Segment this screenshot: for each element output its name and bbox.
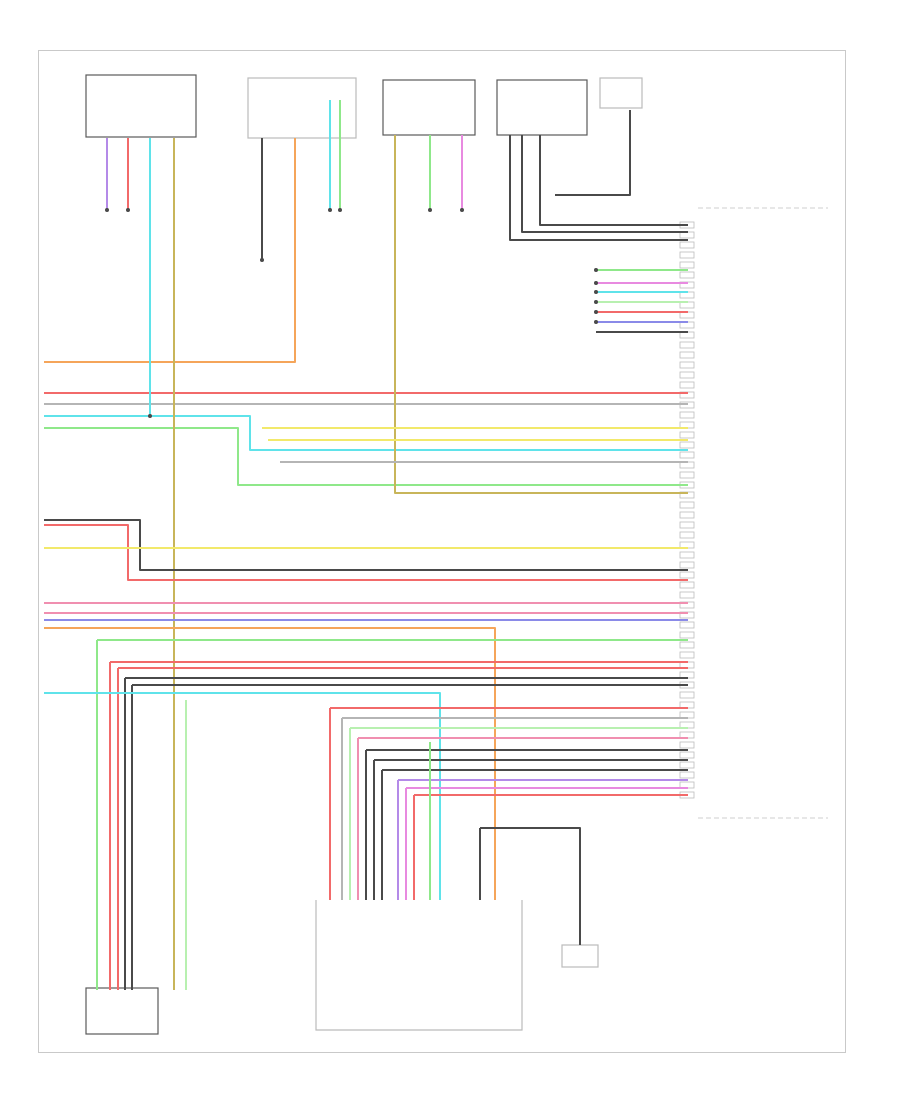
ecu-terminal-pin	[679, 761, 695, 769]
wire-black-upper-3	[539, 135, 688, 226]
ecu-terminal-pin	[679, 511, 695, 519]
ecu-terminal-pin	[679, 261, 695, 269]
ecu-terminal-pin	[679, 521, 695, 529]
ecu-terminal-pin	[679, 771, 695, 779]
wire-junction-dot	[260, 258, 264, 262]
wire-black-upper-4	[555, 110, 631, 196]
lower-center-connector-box	[315, 900, 523, 1031]
wire-junction-dot	[594, 281, 598, 285]
diagram-frame	[38, 50, 846, 1053]
wire-red-mid-1	[329, 707, 688, 900]
wire-green-bus	[44, 427, 688, 486]
wire-green-lower	[96, 639, 688, 990]
wire-junction-dot	[338, 208, 342, 212]
ecu-terminal-pin	[679, 241, 695, 249]
ecu-terminal-pin	[679, 381, 695, 389]
wire-red-mid-2	[413, 794, 688, 900]
wire-black-mid-1	[365, 749, 688, 900]
ecu-terminal-pin	[679, 551, 695, 559]
ecu-terminal-pin	[679, 631, 695, 639]
steering-sensor-box	[382, 79, 476, 136]
ecu-terminal-pin	[679, 251, 695, 259]
ecu-terminal-pin	[679, 641, 695, 649]
wire-black-mid-3	[381, 769, 688, 900]
ecu-terminal-pin	[679, 571, 695, 579]
ground-component	[561, 944, 599, 968]
wire-network	[44, 100, 688, 990]
wire-red-loop	[44, 524, 688, 581]
accessory-sensor-box	[496, 79, 588, 136]
multifunction-switch-box	[247, 77, 357, 139]
lower-left-connector-box	[85, 987, 159, 1035]
wire-orange-lower	[44, 627, 496, 900]
wire-junction-dot	[594, 310, 598, 314]
ecu-terminal-pin	[679, 621, 695, 629]
ecu-terminal-pin	[679, 741, 695, 749]
ecu-terminal-pin	[679, 751, 695, 759]
combination-meter-box	[85, 74, 197, 138]
ecu-terminal-pin	[679, 651, 695, 659]
ecu-terminal-pin	[679, 361, 695, 369]
wire-gray-mid	[341, 717, 688, 900]
ecu-terminal-pin	[679, 371, 695, 379]
ecu-terminal-pin	[679, 471, 695, 479]
wire-junction-dot	[594, 300, 598, 304]
ecu-terminal-pin	[679, 581, 695, 589]
ecu-terminal-pin	[679, 441, 695, 449]
wire-black-upper-1	[509, 135, 688, 241]
wire-junction-dot	[105, 208, 109, 212]
wire-violet-mid	[397, 779, 688, 900]
wire-red-lower-2	[117, 667, 688, 990]
wire-black-loop	[44, 519, 688, 571]
ecu-terminal-pin	[679, 271, 695, 279]
ecu-terminal-pin	[679, 411, 695, 419]
wire-cyan-bus	[44, 415, 688, 451]
wire-black-lower-1	[124, 677, 688, 990]
wire-junction-dot	[460, 208, 464, 212]
wire-cyan-lower	[44, 692, 441, 900]
ecu-terminal-pin	[679, 501, 695, 509]
ecu-terminal-pin	[679, 451, 695, 459]
ecu-terminal-pin	[679, 431, 695, 439]
wire-junction-dot	[594, 290, 598, 294]
connector-box-top-right	[599, 77, 643, 109]
wire-black-upper-2	[521, 135, 688, 233]
ecu-terminal-pin	[679, 561, 695, 569]
top-components	[85, 74, 643, 139]
wire-magenta-mid	[405, 787, 688, 900]
wire-black-mid-2	[373, 759, 688, 900]
wire-pink-mid	[357, 737, 688, 900]
wire-junction-dot	[594, 320, 598, 324]
ecu-terminal-pin	[679, 341, 695, 349]
wire-black-lower-2	[131, 684, 688, 990]
wire-olive-steering	[394, 135, 688, 494]
wire-orange-horizontal	[44, 138, 296, 363]
wire-junction-dot	[428, 208, 432, 212]
wire-junction-dot	[148, 414, 152, 418]
wire-junction-dot	[126, 208, 130, 212]
ecu-terminal-pin	[679, 351, 695, 359]
ecu-terminal-pin	[679, 591, 695, 599]
wire-black-ground	[480, 827, 581, 945]
wire-red-lower-1	[109, 661, 688, 990]
bottom-components	[85, 900, 599, 1035]
wire-junction-dot	[594, 268, 598, 272]
wire-green-mid	[349, 727, 688, 900]
ecu-terminal-pin	[679, 531, 695, 539]
ecu-terminal-column	[679, 221, 695, 799]
ecu-terminal-pin	[679, 691, 695, 699]
wire-junction-dot	[328, 208, 332, 212]
